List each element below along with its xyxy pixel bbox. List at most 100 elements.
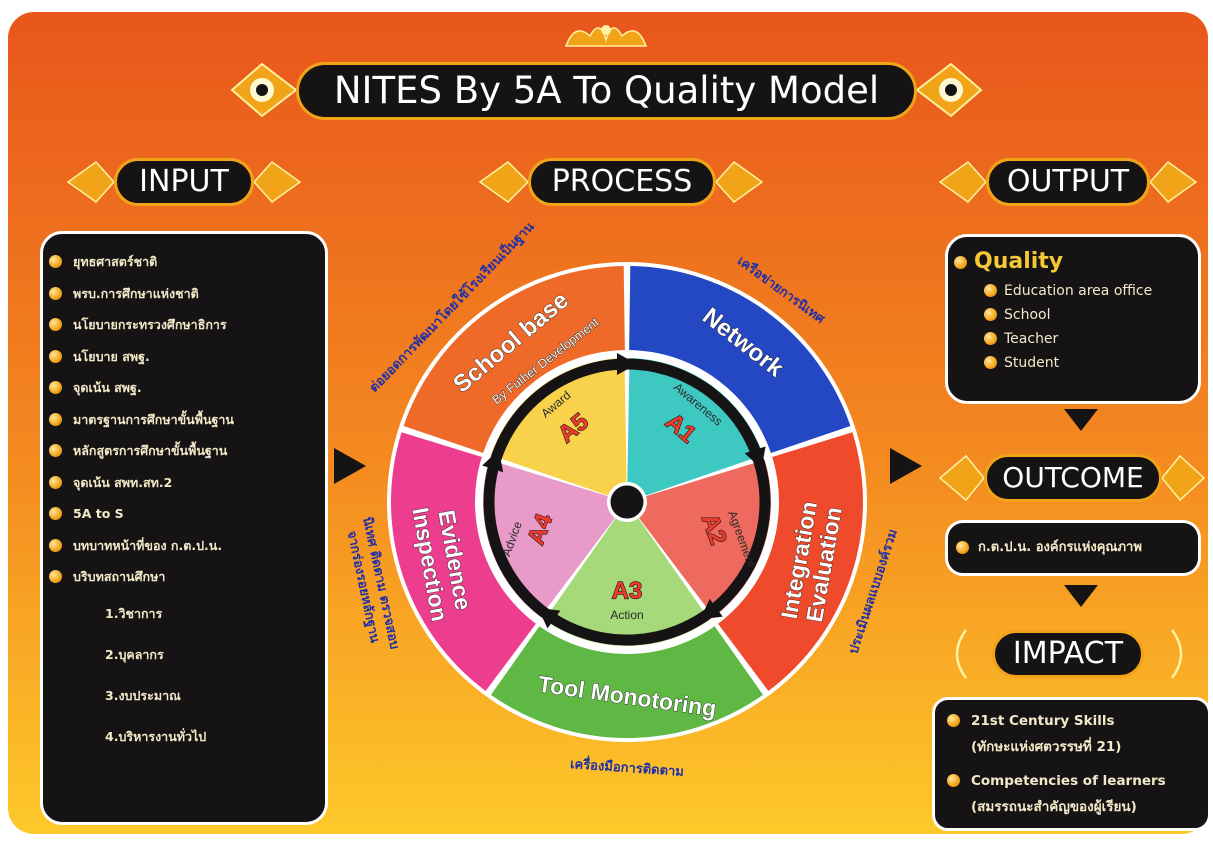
input-item-bullet bbox=[49, 570, 62, 583]
cycle-arrowhead-1 bbox=[744, 446, 766, 469]
input-item-bullet bbox=[49, 538, 62, 552]
input-subitem: 2.บุคลากร bbox=[105, 646, 164, 662]
cycle-arrowhead-4 bbox=[482, 449, 504, 473]
input-item-label: 5A to S bbox=[73, 506, 124, 521]
input-item: จุดเน้น สพท.สท.2 bbox=[43, 467, 325, 499]
input-item-bullet bbox=[49, 255, 62, 268]
cycle-arrowhead-2 bbox=[700, 598, 723, 620]
inner-code-a3: A3 bbox=[612, 577, 643, 604]
outcome-header: OUTCOME bbox=[984, 454, 1162, 502]
impact-header-ornaments bbox=[955, 629, 1183, 679]
output-item-bullet bbox=[984, 308, 997, 321]
impact-item-2-line2: (สมรรถนะสำคัญของผู้เรียน) bbox=[971, 799, 1137, 815]
outer-segment-3 bbox=[490, 626, 764, 738]
input-subitem: 1.วิชาการ bbox=[105, 605, 163, 621]
cycle-arrowhead-5 bbox=[617, 353, 637, 375]
input-item-label: จุดเน้น สพฐ. bbox=[73, 380, 142, 395]
outcome-header-ornaments bbox=[938, 454, 1206, 502]
output-item-label: Student bbox=[1004, 355, 1060, 371]
output-item-label: Teacher bbox=[1004, 331, 1059, 347]
output-item: Teacher bbox=[976, 327, 1198, 351]
output-item-bullet bbox=[984, 332, 997, 345]
input-item: บริบทสถานศึกษา bbox=[43, 561, 325, 593]
title-banner: NITES By 5A To Quality Model bbox=[296, 62, 917, 120]
impact-item-1-line2: (ทักษะแห่งศตวรรษที่ 21) bbox=[971, 739, 1122, 755]
input-item-label: บทบาทหน้าที่ของ ก.ต.ป.น. bbox=[73, 537, 223, 553]
outer-segment-4 bbox=[391, 432, 536, 691]
inner-segment-a5 bbox=[490, 358, 627, 496]
input-item-label: นโยบายกระทรวงศึกษาธิการ bbox=[73, 317, 227, 332]
outcome-row: ก.ต.ป.น. องค์กรแห่งคุณภาพ bbox=[948, 523, 1198, 573]
input-item: นโยบาย สพฐ. bbox=[43, 341, 325, 373]
input-list: ยุทธศาสตร์ชาติพรบ.การศึกษาแห่งชาตินโยบาย… bbox=[43, 246, 325, 593]
output-item-label: School bbox=[1004, 307, 1051, 323]
input-item-label: มาตรฐานการศึกษาขั้นพื้นฐาน bbox=[73, 411, 234, 427]
input-item: 5A to S bbox=[43, 498, 325, 530]
impact-panel: 21st Century Skills (ทักษะแห่งศตวรรษที่ … bbox=[932, 697, 1211, 831]
process-to-output-arrow bbox=[890, 448, 922, 484]
input-item-bullet bbox=[49, 381, 62, 394]
input-header: INPUT bbox=[114, 158, 254, 206]
input-item-label: หลักสูตรการศึกษาขั้นพื้นฐาน bbox=[73, 443, 228, 458]
output-item: School bbox=[976, 303, 1198, 327]
input-item-bullet bbox=[49, 349, 62, 363]
impact-header-label: IMPACT bbox=[1012, 636, 1124, 671]
input-item-bullet bbox=[49, 412, 62, 426]
output-item-label: Education area office bbox=[1004, 283, 1153, 299]
input-item-label: จุดเน้น สพท.สท.2 bbox=[73, 474, 173, 490]
impact-item-2: Competencies of learners (สมรรถนะสำคัญขอ… bbox=[935, 768, 1208, 820]
input-subitem: 4.บริหารงานทั่วไป bbox=[105, 728, 207, 744]
input-item-label: พรบ.การศึกษาแห่งชาติ bbox=[73, 285, 199, 301]
output-header-ornaments bbox=[938, 161, 1198, 203]
impact-header: IMPACT bbox=[992, 630, 1144, 678]
impact-bullet-1 bbox=[947, 714, 960, 727]
outcome-panel: ก.ต.ป.น. องค์กรแห่งคุณภาพ bbox=[945, 520, 1201, 576]
outer-segment-2 bbox=[718, 432, 864, 691]
input-item: มาตรฐานการศึกษาขั้นพื้นฐาน bbox=[43, 404, 325, 436]
input-item: พรบ.การศึกษาแห่งชาติ bbox=[43, 278, 325, 310]
input-item-bullet bbox=[49, 475, 62, 489]
input-item: บทบาทหน้าที่ของ ก.ต.ป.น. bbox=[43, 530, 325, 562]
input-item: จุดเน้น สพฐ. bbox=[43, 372, 325, 404]
inner-segment-a3 bbox=[544, 518, 710, 646]
input-item-bullet bbox=[49, 286, 62, 300]
input-panel: ยุทธศาสตร์ชาติพรบ.การศึกษาแห่งชาตินโยบาย… bbox=[40, 231, 328, 825]
output-item: Education area office bbox=[976, 279, 1198, 303]
quality-row: Quality bbox=[948, 245, 1198, 279]
wheel-hub bbox=[607, 482, 647, 522]
input-item: หลักสูตรการศึกษาขั้นพื้นฐาน bbox=[43, 435, 325, 467]
outcome-to-impact-arrow bbox=[1064, 585, 1098, 607]
outer-label-4: EvidenceInspection bbox=[407, 501, 477, 623]
input-subitem: 3.งบประมาณ bbox=[105, 687, 181, 703]
page-title: NITES By 5A To Quality Model bbox=[333, 69, 880, 112]
outcome-bullet bbox=[956, 541, 969, 554]
input-item: นโยบายกระทรวงศึกษาธิการ bbox=[43, 309, 325, 341]
inner-segment-a1 bbox=[627, 358, 764, 496]
impact-item-2-line1: Competencies of learners bbox=[971, 773, 1166, 789]
input-item-label: ยุทธศาสตร์ชาติ bbox=[73, 254, 158, 269]
quality-bullet bbox=[954, 256, 967, 269]
input-item: ยุทธศาสตร์ชาติ bbox=[43, 246, 325, 278]
input-item-label: บริบทสถานศึกษา bbox=[73, 569, 166, 584]
input-item-bullet bbox=[49, 318, 62, 331]
impact-bullet-2 bbox=[947, 774, 960, 787]
input-item-bullet bbox=[49, 444, 62, 457]
quality-label: Quality bbox=[974, 249, 1064, 274]
input-sublist: 1.วิชาการ 2.บุคลากร 3.งบประมาณ 4.บริหารงานท… bbox=[43, 593, 325, 757]
impact-item-1-line1: 21st Century Skills bbox=[971, 713, 1115, 729]
output-header: OUTPUT bbox=[986, 158, 1150, 206]
impact-item-1: 21st Century Skills (ทักษะแห่งศตวรรษที่ … bbox=[935, 708, 1208, 760]
outcome-text: ก.ต.ป.น. องค์กรแห่งคุณภาพ bbox=[978, 540, 1142, 555]
inner-word-a3: Action bbox=[610, 608, 643, 622]
output-header-label: OUTPUT bbox=[1006, 164, 1130, 199]
input-header-ornaments bbox=[66, 161, 302, 203]
title-right-ornament bbox=[915, 62, 983, 118]
input-item-bullet bbox=[49, 507, 62, 520]
output-item: Student bbox=[976, 351, 1198, 375]
output-to-outcome-arrow bbox=[1064, 409, 1098, 431]
outcome-header-label: OUTCOME bbox=[1002, 461, 1144, 494]
input-header-label: INPUT bbox=[139, 164, 229, 199]
